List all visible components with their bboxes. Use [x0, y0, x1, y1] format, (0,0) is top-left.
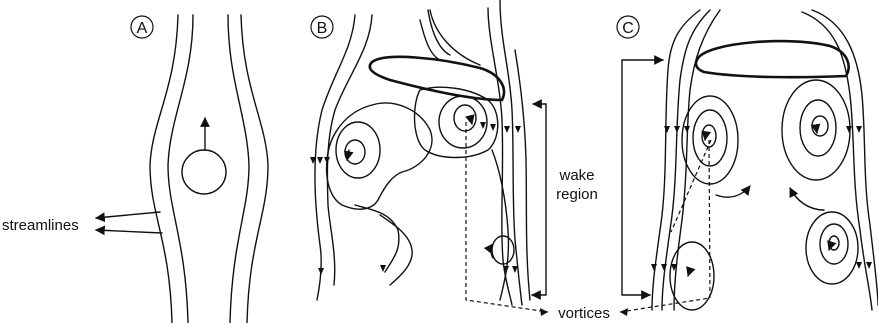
vortex-upper-left-c: [682, 96, 738, 184]
panel-c-label: C: [617, 16, 639, 38]
panel-a-streamlines: [150, 15, 268, 323]
vortex-lower-left-c: [670, 242, 714, 310]
moving-bubble-a: [182, 150, 226, 194]
panel-b: B: [310, 0, 530, 305]
wake-region-annotation: wake region: [532, 104, 602, 295]
region-label: region: [556, 186, 598, 203]
vortex-upper-right-c: [782, 80, 850, 180]
circulation-arrow-left: [716, 186, 750, 197]
svg-text:B: B: [317, 20, 328, 37]
panel-c: C: [617, 10, 878, 310]
vortex-lower-right-c: [806, 212, 858, 284]
spherical-cap-bubble-c: [696, 41, 849, 77]
svg-text:A: A: [137, 20, 148, 37]
panel-a: A: [131, 15, 268, 323]
vortices-label: vortices: [558, 305, 610, 322]
vortex-left-b: [327, 103, 432, 209]
streamlines-label: streamlines: [2, 217, 79, 234]
panel-b-flow-arrowheads: [310, 122, 521, 275]
panel-b-label: B: [311, 16, 333, 38]
streamlines-annotation: streamlines: [2, 212, 162, 234]
panel-b-streamlines: [315, 0, 530, 305]
svg-text:C: C: [622, 20, 634, 37]
spherical-cap-bubble-b: [370, 57, 504, 100]
circulation-arrow-right: [790, 188, 824, 210]
wake-bracket-c: [622, 60, 663, 295]
panel-a-label: A: [131, 16, 153, 38]
wake-label: wake: [558, 167, 594, 184]
